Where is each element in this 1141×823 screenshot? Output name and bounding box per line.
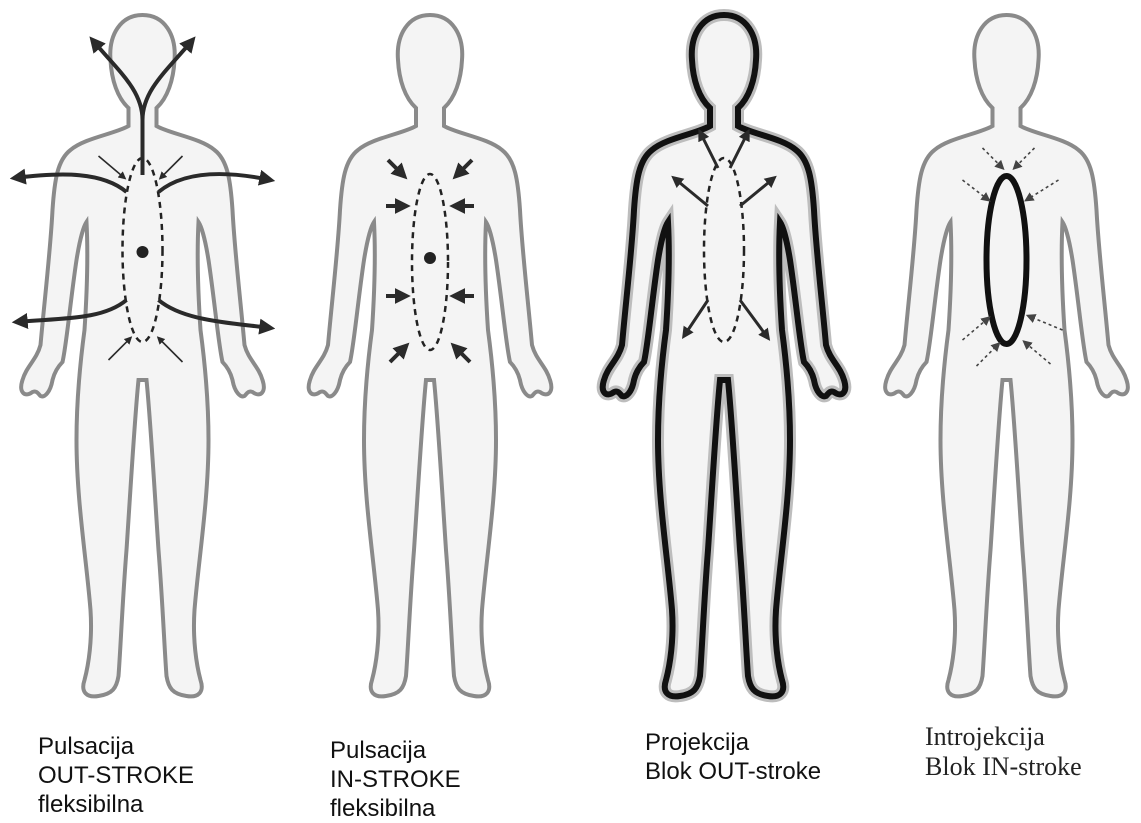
- caption-line: Pulsacija: [38, 732, 194, 761]
- figure-pulsation-in: [294, 0, 566, 712]
- body-blur-halo: [603, 15, 846, 696]
- core-dot: [137, 246, 149, 258]
- core-dot: [424, 252, 436, 264]
- body-figure-1: [0, 0, 285, 712]
- caption-line: fleksibilna: [330, 794, 461, 823]
- body-silhouette: [885, 15, 1128, 696]
- caption-line: Introjekcija: [925, 722, 1082, 752]
- caption-line: Blok OUT-stroke: [645, 757, 821, 786]
- body-figure-2: [294, 0, 566, 712]
- body-silhouette: [309, 15, 552, 696]
- caption-line: Blok IN-stroke: [925, 752, 1082, 782]
- caption-line: IN-STROKE: [330, 765, 461, 794]
- caption-introjection: Introjekcija Blok IN-stroke: [925, 722, 1082, 782]
- caption-pulsation-in: Pulsacija IN-STROKE fleksibilna: [330, 736, 461, 823]
- caption-line: OUT-STROKE: [38, 761, 194, 790]
- figure-projection: [580, 0, 868, 712]
- figure-pulsation-out: [0, 0, 285, 712]
- caption-projection: Projekcija Blok OUT-stroke: [645, 728, 821, 786]
- caption-line: Projekcija: [645, 728, 821, 757]
- body-figure-4: [872, 0, 1141, 712]
- caption-line: fleksibilna: [38, 790, 194, 819]
- figure-introjection: [872, 0, 1141, 712]
- caption-line: Pulsacija: [330, 736, 461, 765]
- caption-pulsation-out: Pulsacija OUT-STROKE fleksibilna: [38, 732, 194, 819]
- body-figure-3: [580, 0, 868, 712]
